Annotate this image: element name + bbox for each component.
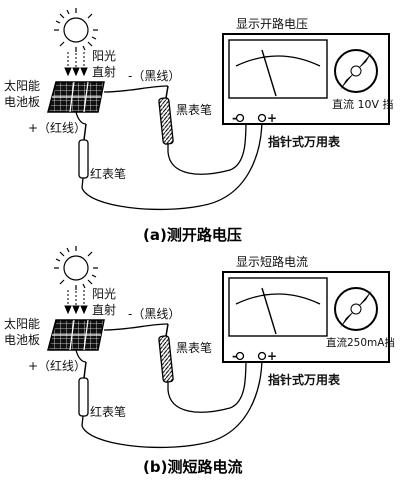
terminal-pos-label: + bbox=[267, 349, 277, 363]
pos-wire-label: +（红线） bbox=[28, 120, 86, 135]
range-label: 直流 10V 挡 bbox=[332, 97, 394, 111]
meter-name: 指针式万用表 bbox=[268, 372, 341, 387]
caption: (a)测开路电压 bbox=[143, 226, 242, 244]
meter-name: 指针式万用表 bbox=[268, 134, 341, 149]
meter-title: 显示开路电压 bbox=[236, 16, 308, 31]
range-label: 直流250mA挡 bbox=[326, 336, 395, 349]
red-probe-label: 红表笔 bbox=[90, 404, 126, 419]
panel-label-2: 电池板 bbox=[4, 95, 40, 109]
red-probe-label: 红表笔 bbox=[90, 166, 126, 181]
panel-b: 显示短路电流 阳光 直射 太阳能 电池板 -（黑线） +（红线） 黑表笔 红表笔… bbox=[4, 245, 395, 476]
black-probe-label: 黑表笔 bbox=[176, 340, 212, 355]
sun-label-2: 直射 bbox=[92, 302, 116, 317]
panel-label-1: 太阳能 bbox=[4, 78, 40, 93]
pos-wire-label: +（红线） bbox=[28, 358, 86, 373]
terminal-neg-label: - bbox=[232, 349, 237, 363]
terminal-neg-label: - bbox=[232, 111, 237, 125]
panel-a: 显示开路电压 阳光 直射 太阳能 电池板 -（黑线） +（红线） 黑表笔 红表笔… bbox=[4, 7, 394, 244]
panel-label-2: 电池板 bbox=[4, 333, 40, 347]
sun-label-2: 直射 bbox=[92, 64, 116, 79]
neg-wire-label: -（黑线） bbox=[128, 69, 180, 83]
black-probe-label: 黑表笔 bbox=[176, 102, 212, 117]
terminal-pos-label: + bbox=[267, 111, 277, 125]
sun-label-1: 阳光 bbox=[92, 49, 116, 63]
sun-label-1: 阳光 bbox=[92, 287, 116, 301]
panel-label-1: 太阳能 bbox=[4, 316, 40, 331]
meter-title: 显示短路电流 bbox=[236, 254, 308, 269]
caption: (b)测短路电流 bbox=[143, 458, 242, 476]
neg-wire-label: -（黑线） bbox=[128, 307, 180, 321]
